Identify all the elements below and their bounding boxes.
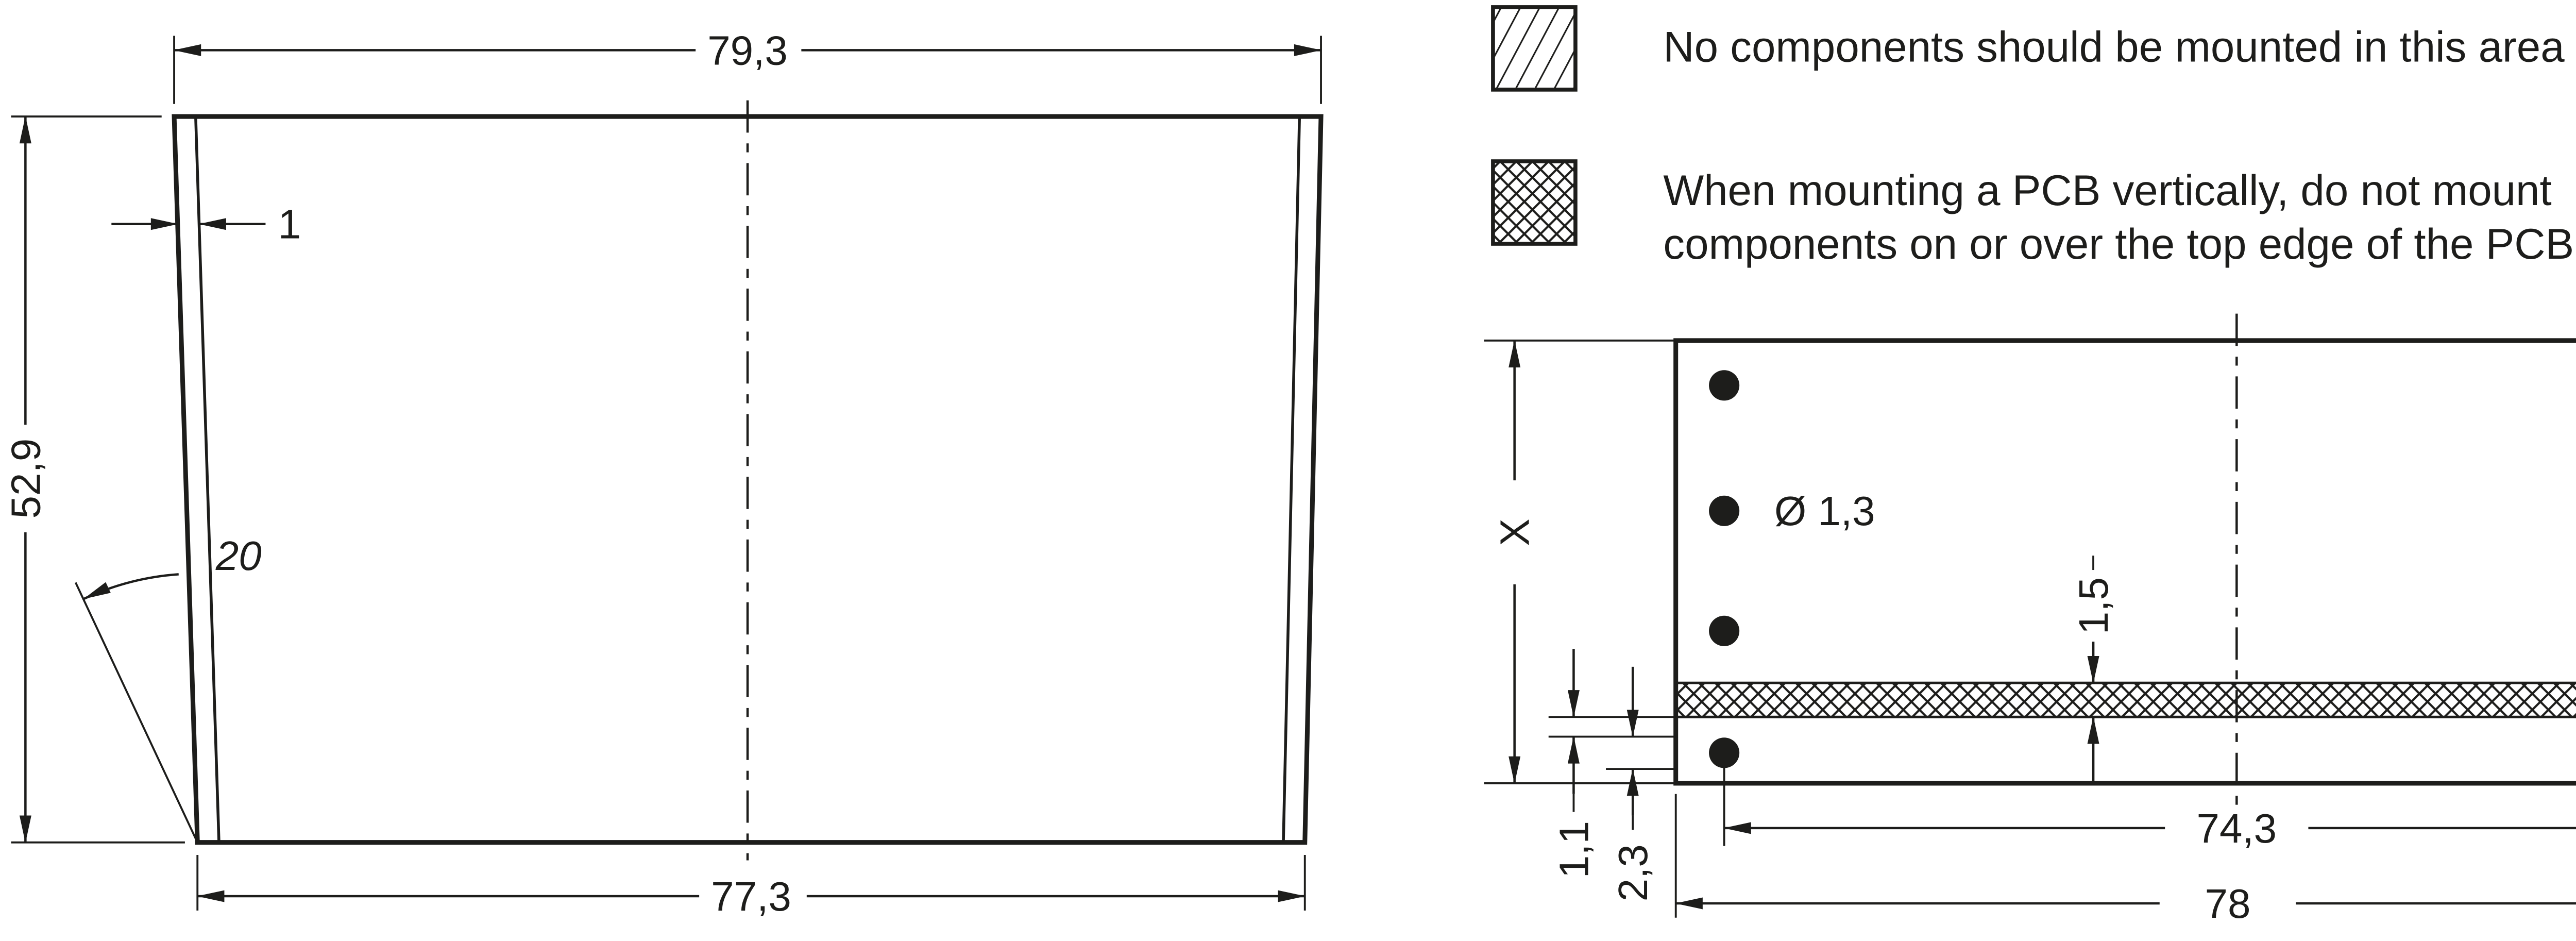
legend-crosshatch-label-line1: When mounting a PCB vertically, do not m…	[1663, 166, 2551, 214]
hole	[1709, 615, 1740, 646]
dim-overall-width: 79,3	[173, 27, 1322, 104]
dim-overall-height-label: 52,9	[3, 439, 48, 519]
housing-outline	[1673, 338, 2576, 786]
dim-inner-width: 77,3	[196, 855, 1306, 919]
legend-hatch-label: No components should be mounted in this …	[1663, 23, 2565, 71]
dim-hole-diameter-label: Ø 1,3	[1774, 488, 1875, 534]
dim-overall-width-side-label: 78	[2205, 881, 2250, 927]
dim-overall-width-side: 78	[1674, 794, 2576, 927]
keepout-strip-right	[1282, 115, 1323, 844]
legend-crosshatch-label-line2: components on or over the top edge of th…	[1663, 220, 2574, 268]
dim-keepout-width: 1	[111, 201, 301, 247]
dim-hole-span-label: 74,3	[2196, 805, 2277, 851]
dim-offset-large-label: 2,3	[1610, 844, 1656, 901]
dim-overall-height: 52,9	[3, 115, 185, 844]
dim-height-x-label: X	[1492, 518, 1538, 546]
front-view: 79,3 52,9 1 20 77,3	[3, 27, 1324, 919]
dim-hole-span: 74,3	[1723, 767, 2576, 851]
keepout-strip-left	[173, 115, 221, 844]
dim-angle: 20	[75, 533, 262, 843]
pcb-edge-band	[1674, 681, 2576, 718]
dim-inner-width-label: 77,3	[711, 873, 791, 919]
dim-overall-width-label: 79,3	[707, 27, 788, 73]
dim-height-x: X	[1484, 339, 1676, 784]
mounting-holes	[1709, 370, 1740, 768]
dim-bottom-offsets: 1,1 2,3	[1548, 649, 1676, 901]
side-view: X Ø 1,3 5 1,5 1,1	[1484, 313, 2576, 927]
hole	[1709, 737, 1740, 768]
dim-pcb-thickness: 1,5	[2071, 556, 2116, 782]
dim-offset-small-label: 1,1	[1551, 821, 1597, 878]
dim-keepout-width-label: 1	[278, 201, 301, 247]
dim-angle-label: 20	[215, 533, 262, 579]
legend: No components should be mounted in this …	[1491, 5, 2574, 268]
hole	[1709, 495, 1740, 526]
hole	[1709, 370, 1740, 401]
hatch-swatch	[1491, 5, 1578, 92]
crosshatch-swatch	[1491, 159, 1578, 246]
panel-outline	[172, 114, 1324, 845]
dim-pcb-thickness-label: 1,5	[2071, 577, 2116, 634]
